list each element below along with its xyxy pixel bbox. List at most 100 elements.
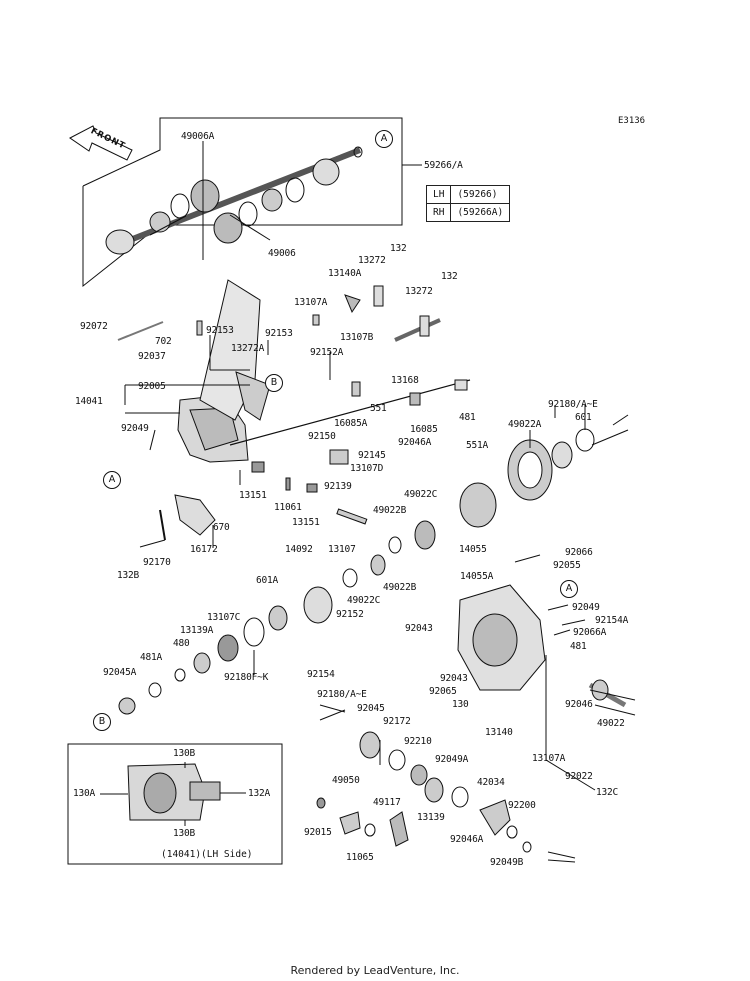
- part-label[interactable]: 13140A: [328, 268, 362, 279]
- part-label[interactable]: 49006A: [181, 131, 215, 142]
- part-label[interactable]: 92172: [383, 716, 411, 727]
- part-label[interactable]: 92154: [307, 669, 335, 680]
- part-label[interactable]: 130B: [173, 828, 196, 839]
- part-label[interactable]: 92153: [265, 328, 293, 339]
- part-label[interactable]: 92022: [565, 771, 593, 782]
- ref-circle-b: B: [265, 374, 283, 392]
- side-table-row-lh: LH (59266): [425, 185, 511, 204]
- part-label[interactable]: 13139A: [180, 625, 214, 636]
- part-label[interactable]: 92049: [572, 602, 600, 613]
- part-label[interactable]: 13139: [417, 812, 445, 823]
- part-label[interactable]: 132A: [248, 788, 271, 799]
- part-label[interactable]: 92145: [358, 450, 386, 461]
- part-label[interactable]: 13272: [358, 255, 386, 266]
- part-label[interactable]: 49022A: [508, 419, 542, 430]
- part-label[interactable]: 481: [459, 412, 476, 423]
- part-label[interactable]: 92072: [80, 321, 108, 332]
- side-rh: RH: [425, 203, 452, 222]
- part-label[interactable]: 481A: [140, 652, 163, 663]
- part-label[interactable]: 92046: [565, 699, 593, 710]
- part-label[interactable]: 92055: [553, 560, 581, 571]
- part-label[interactable]: 551: [370, 403, 387, 414]
- part-label[interactable]: 13107C: [207, 612, 241, 623]
- part-label[interactable]: 49022C: [404, 489, 438, 500]
- part-label[interactable]: 16172: [190, 544, 218, 555]
- part-label[interactable]: 92170: [143, 557, 171, 568]
- part-label[interactable]: 670: [213, 522, 230, 533]
- part-label[interactable]: 49117: [373, 797, 401, 808]
- part-label[interactable]: 92180/A~E: [548, 399, 598, 410]
- side-rh-part[interactable]: (59266A): [450, 203, 511, 222]
- part-label[interactable]: 601: [575, 412, 592, 423]
- part-label[interactable]: 13107: [328, 544, 356, 555]
- part-label[interactable]: 92154A: [595, 615, 629, 626]
- part-label[interactable]: 92049A: [435, 754, 469, 765]
- part-label[interactable]: 49022B: [373, 505, 407, 516]
- part-label[interactable]: 49022B: [383, 582, 417, 593]
- part-label[interactable]: 13107D: [350, 463, 384, 474]
- part-label[interactable]: 92200: [508, 800, 536, 811]
- part-label[interactable]: 16085: [410, 424, 438, 435]
- part-label[interactable]: 92049: [121, 423, 149, 434]
- part-label[interactable]: 49022: [597, 718, 625, 729]
- part-label[interactable]: 92043: [440, 673, 468, 684]
- ref-circle-a: A: [375, 130, 393, 148]
- part-label[interactable]: 92037: [138, 351, 166, 362]
- part-label[interactable]: 92046A: [450, 834, 484, 845]
- part-label[interactable]: 92015: [304, 827, 332, 838]
- side-lh-part[interactable]: (59266): [450, 185, 511, 204]
- part-label[interactable]: 480: [173, 638, 190, 649]
- part-label[interactable]: 92045A: [103, 667, 137, 678]
- part-label[interactable]: 49050: [332, 775, 360, 786]
- ref-circle-b: B: [93, 713, 111, 731]
- part-label[interactable]: 14092: [285, 544, 313, 555]
- part-label[interactable]: 92150: [308, 431, 336, 442]
- part-label[interactable]: 49006: [268, 248, 296, 259]
- part-label[interactable]: 14055A: [460, 571, 494, 582]
- part-label[interactable]: 92153: [206, 325, 234, 336]
- part-label[interactable]: 13107A: [532, 753, 566, 764]
- part-label[interactable]: 13272: [405, 286, 433, 297]
- part-label[interactable]: 13140: [485, 727, 513, 738]
- part-label[interactable]: 132B: [117, 570, 140, 581]
- part-label[interactable]: 92049B: [490, 857, 524, 868]
- part-label[interactable]: 130A: [73, 788, 96, 799]
- part-label[interactable]: 92066A: [573, 627, 607, 638]
- part-label[interactable]: 13151: [239, 490, 267, 501]
- part-label[interactable]: 92180F~K: [224, 672, 269, 683]
- part-label[interactable]: 132: [441, 271, 458, 282]
- part-label[interactable]: 13107A: [294, 297, 328, 308]
- part-label[interactable]: 14041: [75, 396, 103, 407]
- part-label[interactable]: 92152A: [310, 347, 344, 358]
- part-label[interactable]: 13272A: [231, 343, 265, 354]
- part-label[interactable]: 132C: [596, 787, 619, 798]
- part-label[interactable]: 92005: [138, 381, 166, 392]
- part-label[interactable]: 11061: [274, 502, 302, 513]
- part-label[interactable]: 92152: [336, 609, 364, 620]
- cover-14092-part: [303, 586, 333, 624]
- part-label[interactable]: 601A: [256, 575, 279, 586]
- part-label[interactable]: 92210: [404, 736, 432, 747]
- part-label[interactable]: 13107B: [340, 332, 374, 343]
- part-label[interactable]: 92065: [429, 686, 457, 697]
- part-label[interactable]: 130: [452, 699, 469, 710]
- part-label[interactable]: 130B: [173, 748, 196, 759]
- part-label[interactable]: 702: [155, 336, 172, 347]
- part-label[interactable]: 481: [570, 641, 587, 652]
- part-label[interactable]: 92045: [357, 703, 385, 714]
- part-label[interactable]: 16085A: [334, 418, 368, 429]
- part-label[interactable]: 92139: [324, 481, 352, 492]
- part-label[interactable]: 59266/A: [424, 160, 463, 171]
- part-label[interactable]: 92046A: [398, 437, 432, 448]
- part-label[interactable]: 14055: [459, 544, 487, 555]
- part-label[interactable]: 49022C: [347, 595, 381, 606]
- part-label[interactable]: 92180/A~E: [317, 689, 367, 700]
- part-label[interactable]: 92066: [565, 547, 593, 558]
- part-label[interactable]: 42034: [477, 777, 505, 788]
- part-label[interactable]: 92043: [405, 623, 433, 634]
- part-label[interactable]: 13168: [391, 375, 419, 386]
- part-label[interactable]: 551A: [466, 440, 489, 451]
- part-label[interactable]: 132: [390, 243, 407, 254]
- part-label[interactable]: 11065: [346, 852, 374, 863]
- part-label[interactable]: 13151: [292, 517, 320, 528]
